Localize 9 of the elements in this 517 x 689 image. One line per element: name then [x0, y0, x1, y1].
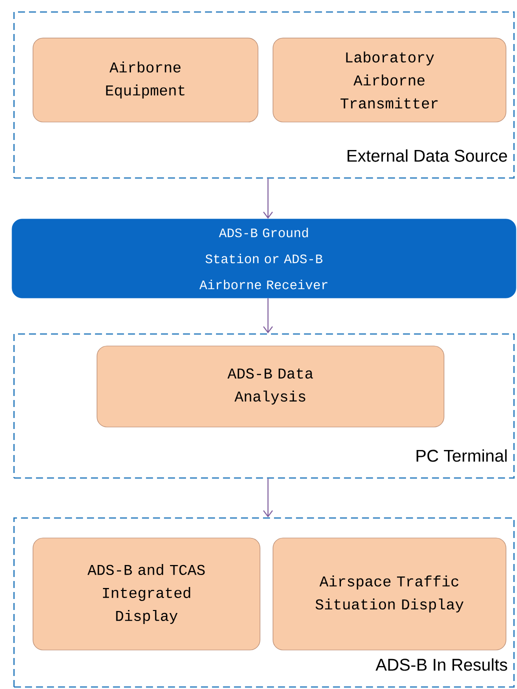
arrow: [263, 298, 273, 334]
station-box: ADS-B Ground Station or ADS-B Airborne Receiver: [12, 218, 516, 298]
process-box: ADS-B Data Analysis: [96, 346, 444, 428]
arrow: [263, 478, 273, 518]
process-box: ADS-B and TCAS Integrated Display: [32, 538, 260, 650]
process-box: Airspace Traffic Situation Display: [272, 538, 506, 650]
process-box: Airborne Equipment: [32, 38, 258, 122]
process-box: Laboratory Airborne Transmitter: [272, 38, 506, 122]
arrow: [263, 178, 273, 219]
